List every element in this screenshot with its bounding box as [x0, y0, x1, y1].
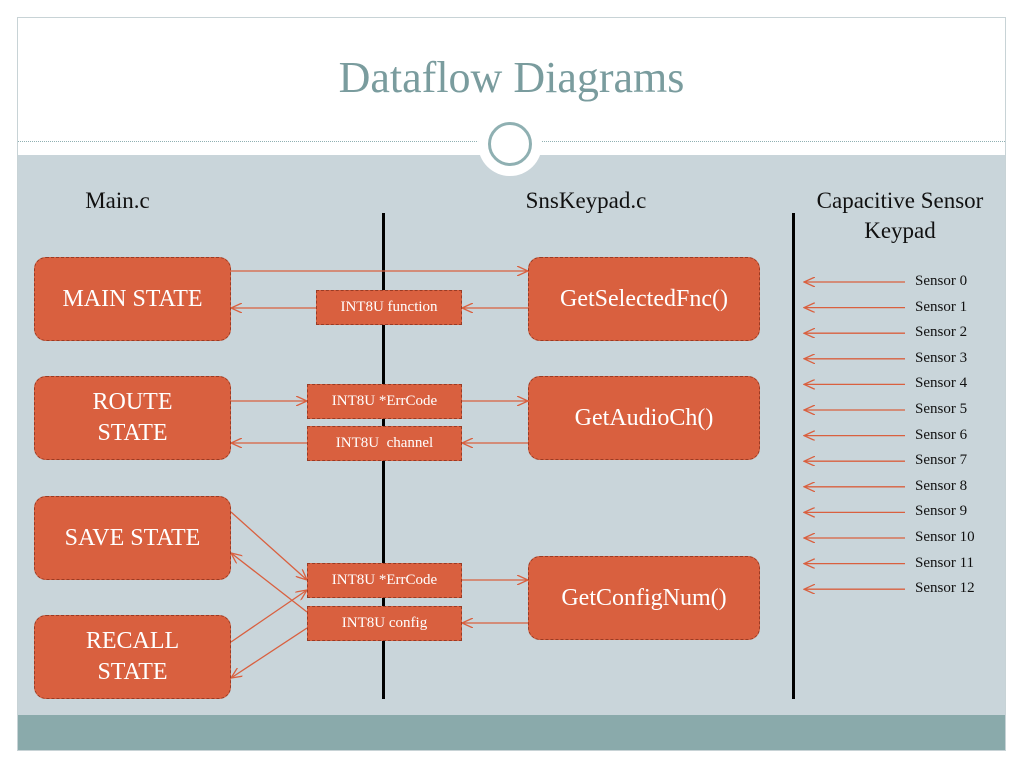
slide-title: Dataflow Diagrams — [338, 53, 685, 102]
int8u-function-label: INT8U function — [316, 290, 462, 325]
int8u-channel-label: INT8U channel — [307, 426, 462, 461]
circle-ornament-icon — [488, 122, 532, 166]
main-c-header: Main.c — [85, 188, 150, 213]
sensor-label: Sensor 3 — [915, 349, 968, 366]
get-selected-fnc-label: GetSelectedFnc() — [560, 285, 728, 312]
get-config-num-box: GetConfigNum() — [528, 556, 760, 640]
route-state-box: ROUTE STATE — [34, 376, 231, 460]
sensor-label: Sensor 6 — [915, 426, 968, 443]
sensor-label: Sensor 2 — [915, 324, 968, 341]
get-config-num-label: GetConfigNum() — [561, 584, 727, 611]
capacitive-header-line1: Capacitive Sensor — [816, 188, 984, 213]
route-state-line2: STATE — [97, 420, 168, 446]
sensor-label: Sensor 5 — [915, 401, 968, 417]
arrow-recall-to-errcode — [230, 590, 307, 643]
sensor-label: Sensor 7 — [915, 452, 968, 469]
sensor-label: Sensor 0 — [915, 273, 968, 289]
arrow-save-to-errcode — [230, 511, 307, 580]
arrow-config-to-recall — [231, 627, 308, 678]
capacitive-sensor-header: Capacitive Sensor Keypad — [790, 186, 1010, 246]
route-state-line1: ROUTE — [92, 389, 173, 415]
recall-state-line2: STATE — [97, 659, 168, 685]
snskeypad-c-header: SnsKeypad.c — [525, 188, 647, 213]
save-state-label: SAVE STATE — [64, 524, 201, 551]
sensor-label: Sensor 1 — [915, 298, 968, 315]
int8u-errcode-route-label: INT8U *ErrCode — [307, 384, 462, 419]
sensor-label: Sensor 4 — [915, 375, 968, 392]
get-selected-fnc-box: GetSelectedFnc() — [528, 257, 760, 341]
int8u-errcode-config-label: INT8U *ErrCode — [307, 563, 462, 598]
get-audio-ch-label: GetAudioCh() — [574, 404, 714, 431]
sensor-label: Sensor 9 — [915, 503, 968, 520]
get-audio-ch-box: GetAudioCh() — [528, 376, 760, 460]
save-state-box: SAVE STATE — [34, 496, 231, 580]
column-divider-right — [792, 213, 795, 699]
main-state-label: MAIN STATE — [62, 285, 203, 312]
main-state-box: MAIN STATE — [34, 257, 231, 341]
sensor-label: Sensor 10 — [915, 529, 975, 545]
int8u-config-label: INT8U config — [307, 606, 462, 641]
arrow-config-to-save — [231, 553, 308, 613]
sensor-label: Sensor 8 — [915, 477, 968, 494]
footer-band — [18, 715, 1005, 750]
capacitive-header-line2: Keypad — [864, 218, 936, 243]
recall-state-box: RECALL STATE — [34, 615, 231, 699]
recall-state-line1: RECALL — [85, 628, 180, 654]
sensor-label: Sensor 12 — [915, 580, 975, 597]
sensor-label: Sensor 11 — [915, 554, 975, 571]
